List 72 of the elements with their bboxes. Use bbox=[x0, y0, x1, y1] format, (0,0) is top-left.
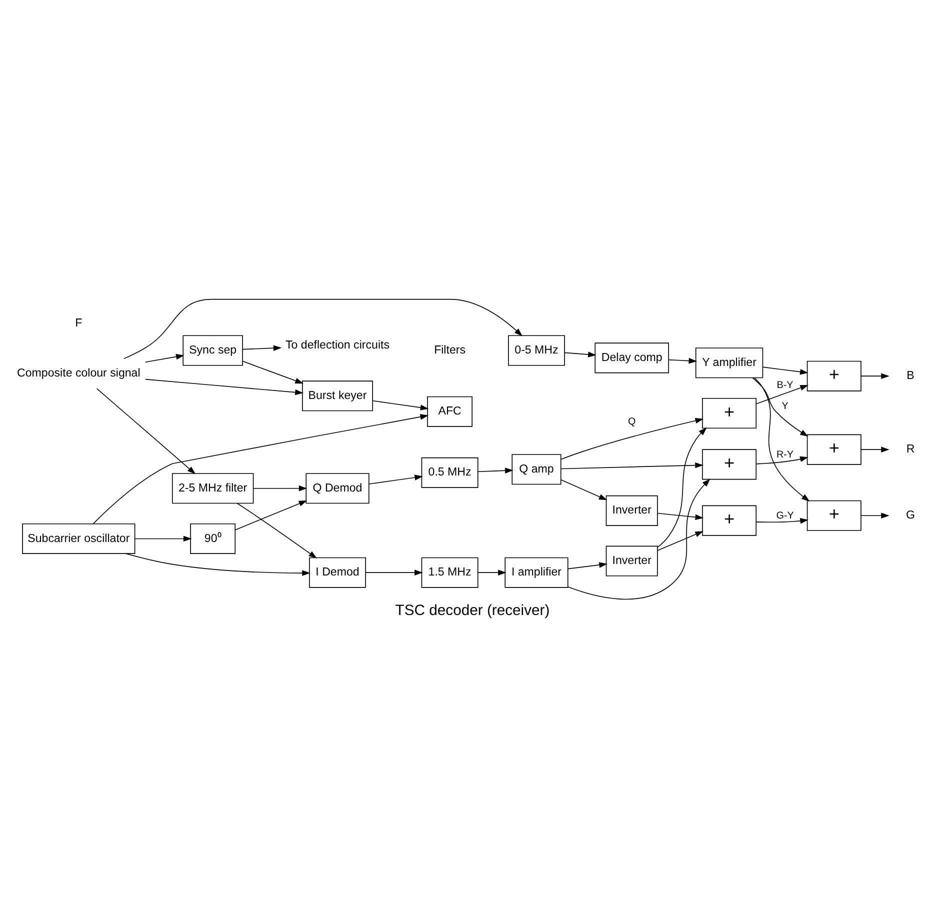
arrow bbox=[564, 351, 596, 357]
node-box: + bbox=[702, 448, 757, 480]
node-box: Inverter bbox=[606, 494, 658, 526]
node-box: Y amplifier bbox=[695, 347, 764, 378]
arrow bbox=[657, 512, 704, 520]
edge-label: Y bbox=[782, 400, 788, 412]
arrow bbox=[372, 400, 429, 410]
edge-label: G-Y bbox=[776, 510, 794, 522]
arrow bbox=[368, 474, 423, 484]
node-box: 1.5 MHz bbox=[421, 556, 478, 588]
arrow bbox=[860, 372, 890, 378]
arrow bbox=[860, 512, 890, 518]
arrow bbox=[92, 414, 429, 524]
arrow bbox=[144, 353, 184, 362]
node-box: + bbox=[806, 500, 862, 530]
arrow bbox=[478, 569, 506, 575]
node-text: G bbox=[906, 509, 915, 522]
arrow bbox=[478, 467, 514, 473]
arrow bbox=[762, 366, 808, 374]
node-text: B bbox=[906, 370, 914, 382]
edge-label: Q bbox=[628, 416, 636, 427]
node-box: I Demod bbox=[309, 556, 366, 588]
node-box: Inverter bbox=[606, 545, 658, 576]
node-box: Sync sep bbox=[182, 334, 243, 366]
arrow bbox=[668, 357, 698, 364]
node-box: Burst keyer bbox=[302, 380, 374, 411]
arrow bbox=[365, 569, 423, 575]
node-box: AFC bbox=[427, 396, 472, 426]
arrow bbox=[756, 384, 808, 404]
node-box: Q amp bbox=[512, 454, 562, 484]
arrow bbox=[242, 360, 304, 384]
node-box: + bbox=[702, 504, 757, 536]
arrow bbox=[657, 427, 707, 548]
node-text: R bbox=[906, 443, 915, 456]
node-box: + bbox=[806, 434, 862, 464]
arrow bbox=[560, 478, 608, 500]
node-box: Delay comp bbox=[594, 342, 669, 373]
node-box: Subcarrier oscillator bbox=[22, 522, 136, 554]
arrow bbox=[144, 378, 304, 395]
arrow bbox=[756, 517, 808, 524]
arrow bbox=[756, 456, 808, 464]
node-box: + bbox=[806, 360, 862, 391]
arrow bbox=[860, 446, 890, 452]
node-text: Composite colour signal bbox=[17, 367, 140, 380]
arrow bbox=[657, 530, 704, 550]
node-box: 90⁰ bbox=[190, 522, 236, 554]
caption: TSC decoder (receiver) bbox=[395, 602, 550, 618]
arrow bbox=[754, 376, 810, 501]
node-text: To deflection circuits bbox=[286, 339, 390, 352]
arrow bbox=[134, 535, 192, 542]
arrow bbox=[96, 388, 196, 474]
arrow bbox=[242, 344, 282, 350]
node-box: 0.5 MHz bbox=[421, 456, 478, 488]
edge-label: R-Y bbox=[776, 448, 794, 460]
arrow bbox=[125, 552, 310, 576]
node-box: 2-5 MHz filter bbox=[172, 472, 254, 504]
label: F bbox=[75, 316, 82, 329]
arrow bbox=[234, 500, 308, 530]
label: Filters bbox=[434, 344, 466, 356]
arrow bbox=[253, 484, 308, 491]
node-box: I amplifier bbox=[504, 556, 568, 588]
node-box: Q Demod bbox=[306, 472, 370, 504]
node-box: 0-5 MHz bbox=[508, 334, 565, 366]
arrow bbox=[568, 562, 608, 569]
arrow bbox=[560, 417, 704, 460]
edge-label: B-Y bbox=[776, 380, 794, 391]
arrow bbox=[560, 462, 704, 469]
arrow bbox=[123, 298, 522, 359]
arrow bbox=[236, 502, 317, 558]
node-box: + bbox=[702, 397, 757, 428]
arrow bbox=[568, 478, 710, 600]
arrow bbox=[752, 377, 808, 436]
